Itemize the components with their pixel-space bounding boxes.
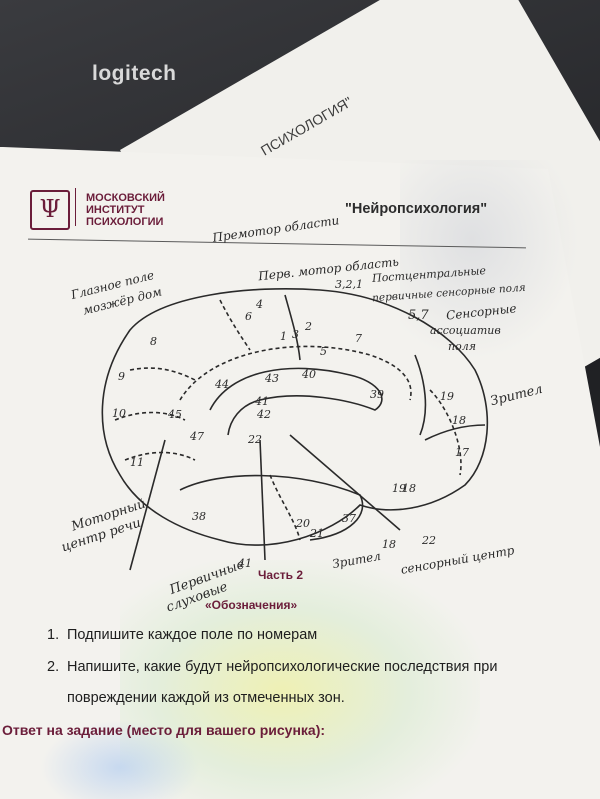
field-label: 41 (237, 557, 252, 570)
field-label: 22 (247, 433, 262, 446)
temporal-lobe (179, 474, 364, 541)
task-2: 2.Напишите, какие будут нейропсихологиче… (47, 659, 498, 675)
field-label: 8 (150, 335, 157, 348)
field-label: 11 (130, 456, 144, 469)
field-label: 9 (118, 370, 125, 383)
central-sulcus (284, 294, 301, 361)
answer-label: Ответ на задание (место для вашего рисун… (2, 722, 326, 738)
field-label: 40 (301, 368, 316, 381)
keyboard-brand: logitech (92, 62, 177, 85)
field-label: 18 (452, 414, 466, 427)
field-label: 47 (189, 430, 204, 443)
field-label: 42 (256, 408, 271, 421)
field-label: 2 (304, 320, 312, 333)
brain-outline (101, 288, 489, 546)
paracentral-dashed (219, 299, 251, 351)
field-label: 43 (264, 372, 279, 385)
field-label: 6 (245, 310, 252, 323)
field-label: 18 (382, 538, 396, 551)
corpus-callosum (209, 367, 383, 436)
brain-medial-diagram: 6 4 3,2,1 8 1 3 2 5 7 9 44 43 40 39 41 4… (101, 278, 489, 571)
institute-name: МОСКОВСКИЙ ИНСТИТУТ ПСИХОЛОГИИ (86, 192, 165, 228)
frontal-dashed-2 (114, 411, 186, 421)
psi-logo-icon: Ψ (30, 190, 70, 230)
task-2-continuation: повреждении каждой из отмеченных зон. (67, 690, 345, 706)
occipital-dashed (429, 389, 462, 476)
field-label: 7 (355, 332, 362, 345)
field-label: 41 (254, 395, 269, 408)
field-label: 4 (255, 298, 263, 311)
label-secondary-num: 5,7 (408, 308, 429, 323)
temporal-dashed (269, 474, 301, 541)
pointer-line-1 (129, 439, 166, 571)
legend-label: «Обозначения» (205, 598, 298, 612)
field-label: 37 (342, 512, 356, 525)
pointer-line-2 (259, 439, 266, 561)
field-label: 19 (440, 390, 454, 403)
calcarine (424, 424, 486, 441)
logo-divider (75, 188, 76, 226)
frontal-dashed-1 (129, 367, 196, 381)
label-fields: поля (448, 340, 476, 353)
watercolor-wash-blue (40, 720, 200, 799)
course-title: "Нейропсихология" (345, 201, 488, 217)
field-label: 18 (402, 482, 416, 495)
part-label: Часть 2 (258, 568, 304, 582)
field-label: 45 (167, 408, 182, 421)
field-label: 39 (370, 388, 384, 401)
field-label: 38 (192, 510, 206, 523)
field-label: 5 (320, 345, 327, 358)
field-label: 19 (392, 482, 406, 495)
pointer-line-3 (289, 434, 401, 531)
task-1: 1.Подпишите каждое поле по номерам (47, 627, 318, 643)
field-label: 1 (280, 330, 287, 343)
field-label: 17 (455, 446, 469, 459)
field-label: 22 (421, 534, 436, 547)
parieto-occipital (414, 354, 427, 436)
field-label: 3 (292, 328, 299, 341)
field-label: 44 (214, 378, 229, 391)
field-label: 3,2,1 (335, 278, 363, 291)
field-label: 20 (295, 517, 310, 530)
field-label: 10 (112, 407, 126, 420)
label-association: ассоциатив (430, 324, 501, 337)
field-label: 21 (309, 527, 324, 540)
cingulate-sulcus (179, 345, 412, 401)
